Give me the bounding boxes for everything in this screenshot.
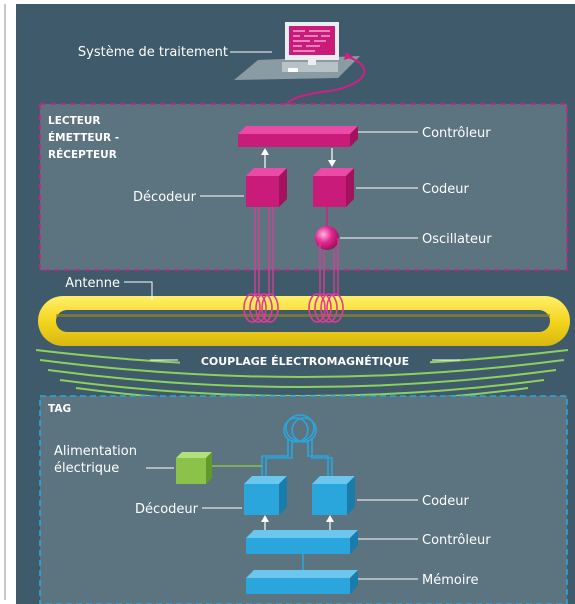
reader-coil-left xyxy=(243,293,279,323)
tag-title: TAG xyxy=(48,403,71,415)
monitor-icon xyxy=(285,22,339,65)
tag-controller-block xyxy=(246,530,358,554)
tag-memory-label: Mémoire xyxy=(422,573,479,588)
oscillator-label: Oscillateur xyxy=(422,232,492,247)
power-supply-block xyxy=(176,452,212,484)
reader-title-1: LECTEUR xyxy=(48,115,101,127)
tag-decoder-block xyxy=(244,476,287,515)
processing-system xyxy=(234,22,360,80)
tag-coil xyxy=(283,414,317,443)
tag-encoder-label: Codeur xyxy=(422,494,470,509)
antenna-label: Antenne xyxy=(65,276,120,291)
reader-decoder-label: Décodeur xyxy=(133,190,197,205)
tag-controller-label: Contrôleur xyxy=(422,533,491,548)
tag-decoder-label: Décodeur xyxy=(135,502,199,517)
reader-decoder-block xyxy=(246,168,287,207)
reader-controller-label: Contrôleur xyxy=(422,126,491,141)
reader-coil-right xyxy=(308,293,344,323)
antenna-leader-line xyxy=(124,281,153,300)
antenna-ring xyxy=(38,296,570,346)
power-supply-label-2: électrique xyxy=(54,461,119,476)
power-supply-label-1: Alimentation xyxy=(54,444,137,459)
oscillator-sphere xyxy=(315,226,339,250)
reader-encoder-block xyxy=(313,168,354,207)
processing-system-label: Système de traitement xyxy=(78,45,228,60)
reader-title-2: ÉMETTEUR - xyxy=(48,131,119,144)
reader-encoder-label: Codeur xyxy=(422,182,470,197)
tag-encoder-block xyxy=(312,476,355,515)
tag-memory-block xyxy=(246,570,358,594)
reader-title-3: RÉCEPTEUR xyxy=(48,148,117,161)
reader-controller-block xyxy=(238,126,358,147)
reader-wires xyxy=(254,207,339,300)
coupling-label: COUPLAGE ÉLECTROMAGNÉTIQUE xyxy=(201,355,409,368)
